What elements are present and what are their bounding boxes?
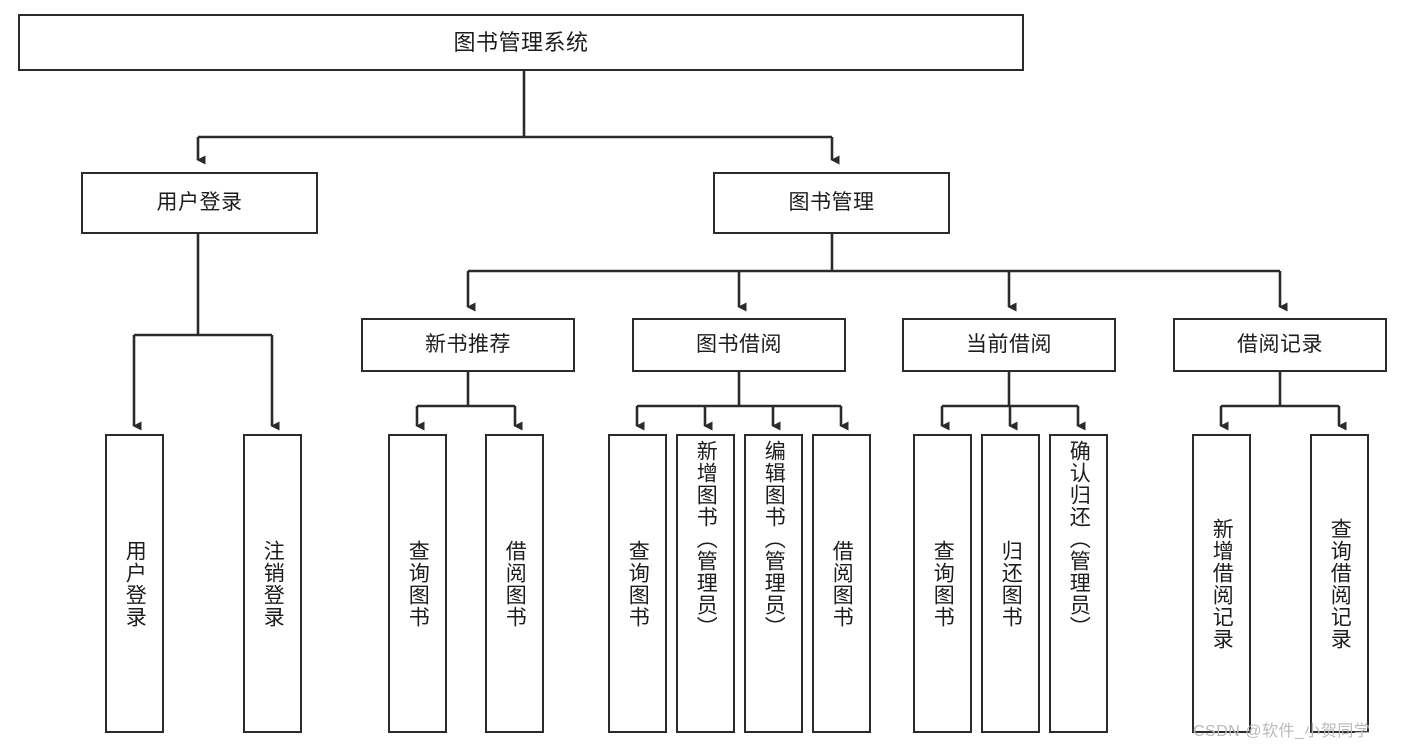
node-label: 图书管理系统: [453, 29, 589, 55]
node-label: 查询借阅记录: [1328, 517, 1352, 650]
node-label: 图书管理: [788, 190, 875, 214]
node-new-book-recommend[interactable]: 新书推荐: [361, 318, 575, 372]
leaf-recommend-query-book[interactable]: 查询图书: [388, 434, 447, 733]
node-label: 查询图书: [931, 539, 955, 628]
node-label: 借阅记录: [1237, 332, 1323, 356]
node-root-book-management-system[interactable]: 图书管理系统: [18, 14, 1024, 71]
node-current-borrow[interactable]: 当前借阅: [902, 318, 1116, 372]
node-label: 当前借阅: [966, 332, 1052, 356]
leaf-record-add-borrow-record[interactable]: 新增借阅记录: [1192, 434, 1251, 733]
node-label: 查询图书: [406, 539, 430, 628]
node-label: 归还图书: [999, 539, 1023, 628]
leaf-user-logout[interactable]: 注销登录: [243, 434, 302, 733]
node-label: 借阅图书: [503, 539, 527, 628]
leaf-borrow-edit-book-admin[interactable]: 编辑图书（管理员）: [744, 434, 803, 733]
node-label: 编辑图书（管理员）: [762, 440, 786, 638]
node-label: 新增图书（管理员）: [694, 440, 718, 638]
leaf-current-confirm-return-admin[interactable]: 确认归还（管理员）: [1049, 434, 1108, 733]
node-label: 注销登录: [261, 539, 285, 628]
node-label: 确认归还（管理员）: [1067, 440, 1091, 638]
node-label: 用户登录: [156, 190, 243, 214]
node-label: 借阅图书: [830, 539, 854, 628]
leaf-borrow-borrow-book[interactable]: 借阅图书: [812, 434, 871, 733]
node-user-login[interactable]: 用户登录: [81, 172, 318, 234]
leaf-current-return-book[interactable]: 归还图书: [981, 434, 1040, 733]
leaf-record-query-borrow-record[interactable]: 查询借阅记录: [1310, 434, 1369, 733]
node-label: 图书借阅: [696, 332, 782, 356]
leaf-borrow-add-book-admin[interactable]: 新增图书（管理员）: [676, 434, 735, 733]
leaf-current-query-book[interactable]: 查询图书: [913, 434, 972, 733]
leaf-recommend-borrow-book[interactable]: 借阅图书: [485, 434, 544, 733]
node-label: 新书推荐: [425, 332, 511, 356]
node-borrow-record[interactable]: 借阅记录: [1173, 318, 1387, 372]
node-label: 查询图书: [626, 539, 650, 628]
leaf-borrow-query-book[interactable]: 查询图书: [608, 434, 667, 733]
node-book-management[interactable]: 图书管理: [713, 172, 950, 234]
node-book-borrow[interactable]: 图书借阅: [632, 318, 846, 372]
node-label: 新增借阅记录: [1210, 517, 1234, 650]
leaf-user-login[interactable]: 用户登录: [105, 434, 164, 733]
node-label: 用户登录: [123, 539, 147, 628]
csdn-watermark: CSDN @软件_小贺同学: [1193, 723, 1371, 740]
